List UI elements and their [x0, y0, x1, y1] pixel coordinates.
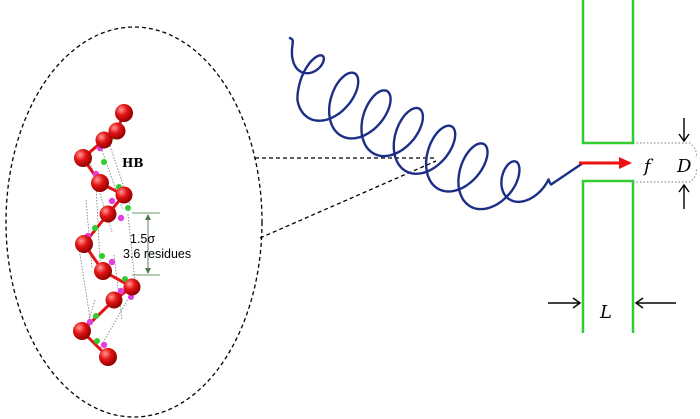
hb-label: HB [122, 156, 143, 170]
helix-chain [288, 36, 585, 211]
diameter-label: D [676, 156, 692, 177]
coarse-grained-helix-model: HB 1.5σ 3.6 residues [73, 104, 191, 366]
backbone-beads [73, 104, 141, 366]
length-arrows [548, 297, 676, 309]
nanopore [581, 0, 635, 333]
length-label: L [599, 302, 612, 323]
pitch-measure [132, 212, 160, 276]
force-arrow [579, 157, 632, 169]
zoom-callout [5, 26, 437, 418]
zoom-ellipse [5, 26, 263, 418]
residues-label: 3.6 residues [123, 247, 191, 261]
pore-wall-lower [581, 179, 635, 333]
diameter-guides [633, 142, 697, 183]
diameter-arrows [678, 118, 690, 209]
pore-wall-upper [581, 0, 635, 145]
pitch-label: 1.5σ [130, 232, 155, 246]
force-label: f [642, 156, 654, 177]
